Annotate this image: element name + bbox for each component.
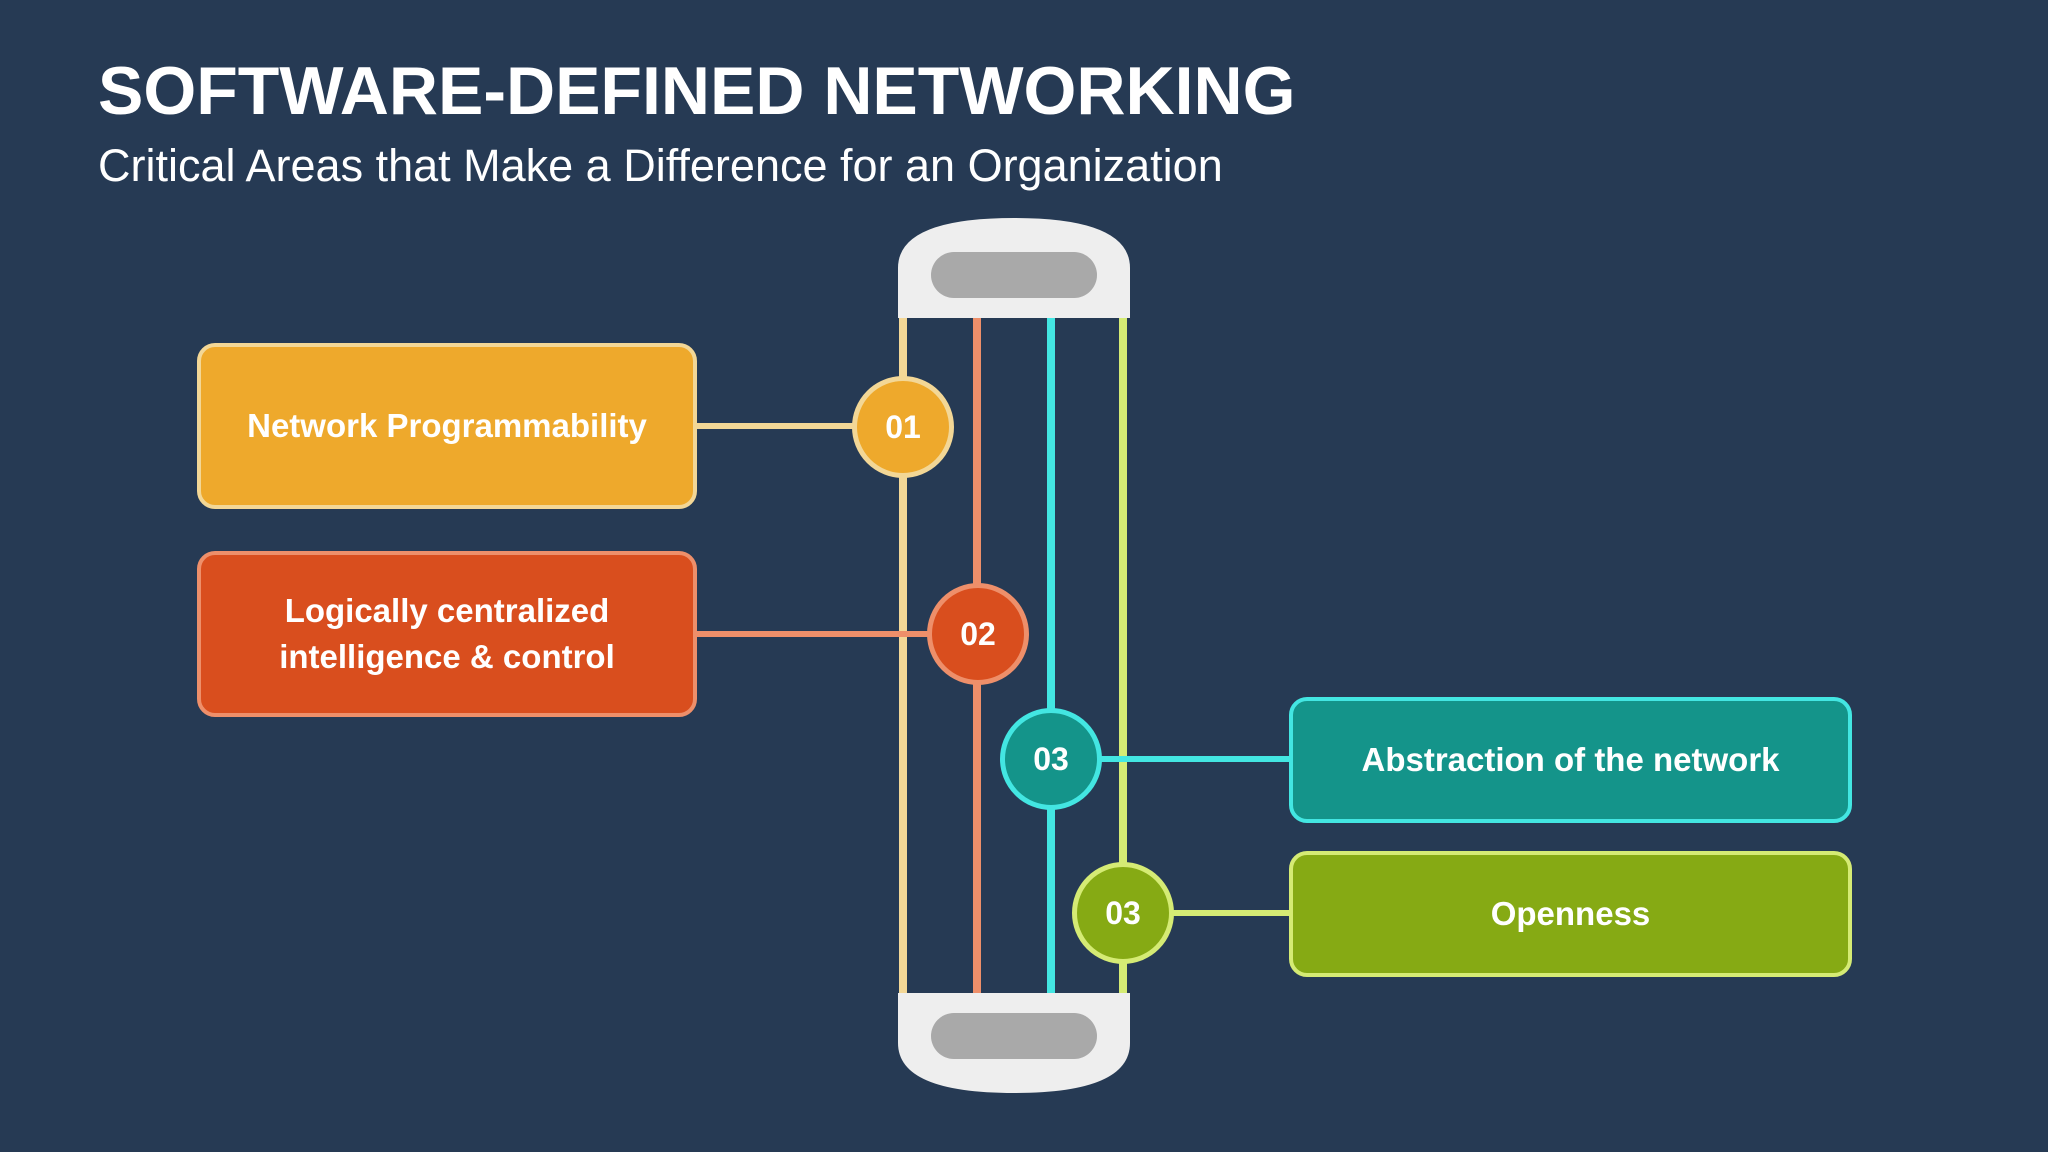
slide-title: SOFTWARE-DEFINED NETWORKING [98, 53, 1296, 129]
item-number: 03 [1033, 740, 1069, 777]
item-box-openness: Openness [1289, 851, 1852, 977]
item-label: Logically centralized intelligence & con… [279, 591, 615, 675]
item-number: 02 [960, 615, 996, 652]
bottom-cap [898, 993, 1130, 1093]
item-number-badge: 03 [1000, 708, 1102, 810]
item-label: Network Programmability [247, 406, 647, 444]
item-label: Abstraction of the network [1361, 740, 1780, 778]
item-box-network-programmability: Network Programmability [197, 343, 697, 509]
item-number-badge: 01 [852, 376, 954, 478]
item-number-badge: 02 [927, 583, 1029, 685]
bottom-cap-slot [931, 1013, 1097, 1059]
item-number-badge: 03 [1072, 862, 1174, 964]
item-box-centralized-control: Logically centralized intelligence & con… [197, 551, 697, 717]
item-number: 03 [1105, 894, 1141, 931]
top-cap [898, 218, 1130, 318]
top-cap-slot [931, 252, 1097, 298]
item-number: 01 [885, 408, 921, 445]
item-label: Openness [1490, 894, 1651, 932]
item-box-abstraction: Abstraction of the network [1289, 697, 1852, 823]
slide-subtitle: Critical Areas that Make a Difference fo… [98, 140, 1223, 191]
